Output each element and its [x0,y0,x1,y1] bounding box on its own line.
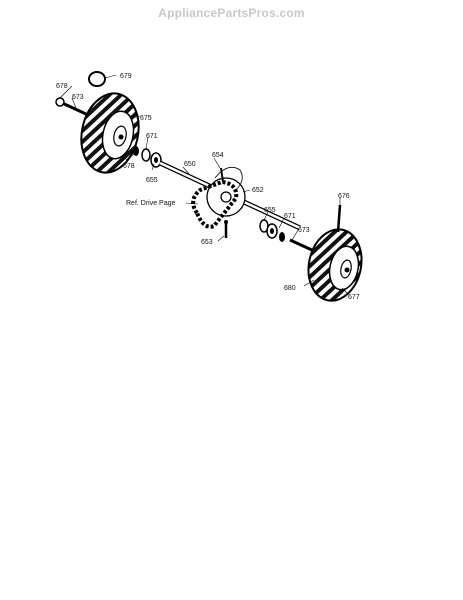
label-673-right: 673 [298,227,310,234]
label-675: 675 [140,115,152,122]
left-bearing-stack [133,146,162,168]
leader-lines [59,74,349,295]
reference-outline [214,166,243,191]
label-652: 652 [252,187,264,194]
label-671-right: 671 [284,213,296,220]
label-653: 653 [201,239,213,246]
drive-chain [191,179,239,229]
label-679: 679 [120,73,132,80]
label-677: 677 [348,294,360,301]
right-bearing-stack [259,219,285,242]
label-654: 654 [212,152,224,159]
retaining-ring-679 [88,71,106,87]
reference-drive-page-label: Ref. Drive Page [126,200,176,207]
label-655-left: 655 [146,177,158,184]
sprocket [206,177,246,217]
bolt-653 [224,220,228,238]
label-673-left: 673 [72,94,84,101]
right-wheel [307,228,363,302]
valve-stem-676 [336,204,342,233]
left-hub-pin [55,97,87,116]
label-680: 680 [284,285,296,292]
site-watermark: AppliancePartsPros.com [158,6,305,20]
right-hub-pin [289,238,313,252]
label-678-left: 678 [56,83,68,90]
label-678-mid: 678 [123,163,135,170]
label-676: 676 [338,193,350,200]
label-655-right: 655 [264,207,276,214]
set-screw-654 [220,167,224,183]
label-671-left: 671 [146,133,158,140]
label-650: 650 [184,161,196,168]
left-wheel [80,92,140,174]
